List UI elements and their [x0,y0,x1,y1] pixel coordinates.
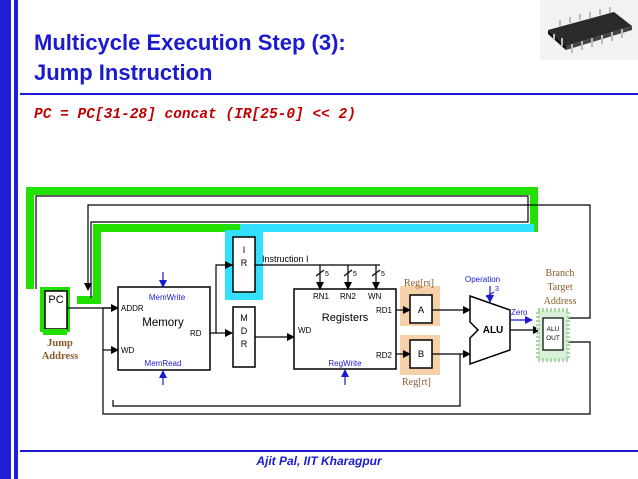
title-line-2: Jump Instruction [34,60,213,85]
jump-wires [35,195,529,298]
reg-rs-label: Reg[rs] [404,278,434,289]
memory-rd-wires [210,261,233,337]
left-accent-bar [0,0,11,479]
field-width-labels: 5 5 5 [325,271,385,278]
operation-label: Operation [465,275,500,284]
registers-label: Registers [322,312,369,324]
svg-text:B: B [418,349,424,360]
slide-title: Multicycle Execution Step (3): Jump Inst… [34,28,346,88]
branch-target-label: Branch Target Address [544,268,577,307]
svg-text:WN: WN [368,292,382,301]
jump-address-label: Jump Address [42,338,79,362]
svg-text:5: 5 [353,271,357,278]
svg-text:WD: WD [298,326,312,335]
left-accent-bar-thin [14,0,18,479]
footer-credit: Ajit Pal, IIT Kharagpur [256,454,382,468]
reg-a-group: A Reg[rs] [400,278,440,326]
alu: ALU [469,294,511,366]
memory-label: Memory [142,317,184,329]
svg-text:M: M [240,313,248,323]
regwrite-label: RegWrite [328,359,362,368]
alu-out-register: ALU OUT [536,308,570,362]
instruction-label: Instruction I [262,254,309,264]
svg-text:Address: Address [544,296,577,307]
title-line-1: Multicycle Execution Step (3): [34,30,346,55]
memory-wd-label: WD [121,346,135,355]
memwrite-label: MemWrite [149,293,186,302]
register-out-wires [112,306,471,407]
svg-text:Address: Address [42,351,79,362]
svg-text:RN2: RN2 [340,292,357,301]
jump-path-highlight [26,187,538,304]
register-file: RN1 RN2 WN Registers RD1 RD2 WD RegWrite [293,288,397,370]
pc-register: PC [40,287,70,335]
reg-b-group: B Reg[rt] [400,335,440,388]
footer-divider [20,450,638,452]
svg-text:5: 5 [325,271,329,278]
zero-label: Zero [511,308,528,317]
svg-text:Branch: Branch [546,268,575,279]
svg-text:R: R [241,339,248,349]
jump-equation: PC = PC[31-28] concat (IR[25-0] << 2) [34,107,356,123]
operation-width: 3 [495,286,499,293]
svg-text:5: 5 [381,271,385,278]
svg-text:A: A [418,305,425,316]
svg-text:R: R [241,258,248,268]
instruction-register: I R [232,236,256,293]
svg-text:ALU: ALU [483,325,504,336]
memory-addr-label: ADDR [121,304,144,313]
ic-chip-picture [540,0,638,60]
svg-text:Jump: Jump [47,338,73,349]
mdr-register: M D R [232,306,256,368]
svg-text:RD1: RD1 [376,306,393,315]
svg-text:ALU: ALU [547,326,560,333]
operation-arrow [485,286,495,303]
svg-text:RD2: RD2 [376,351,393,360]
svg-text:D: D [241,326,248,336]
svg-text:OUT: OUT [546,335,560,342]
svg-text:RN1: RN1 [313,292,330,301]
title-divider [20,93,638,95]
svg-text:Target: Target [547,282,572,293]
instruction-bus-wires [255,264,381,290]
memread-label: MemRead [145,359,182,368]
reg-rt-label: Reg[rt] [402,377,431,388]
pc-label: PC [48,294,63,306]
memory-rd-label: RD [190,329,202,338]
memory-block: Memory ADDR WD RD MemWrite MemRead [117,286,211,371]
svg-text:I: I [243,245,246,255]
